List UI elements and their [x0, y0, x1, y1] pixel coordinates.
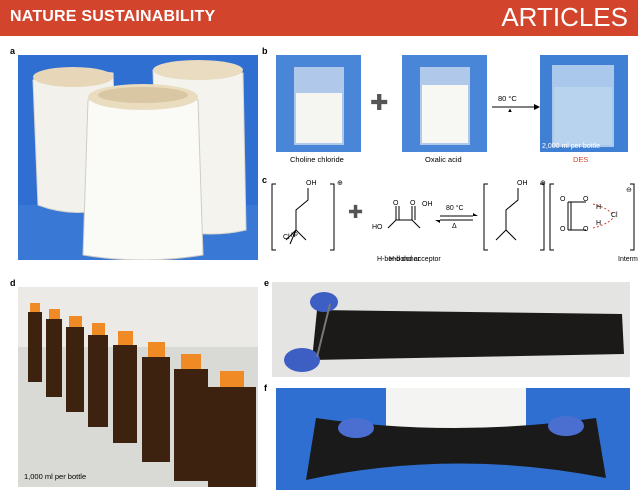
o-label-3: O — [560, 196, 566, 203]
o-bot: O — [410, 200, 416, 207]
o-label-2: O — [583, 226, 589, 233]
photo-choline-chloride — [276, 55, 361, 152]
photo-flexible-sheet — [276, 388, 630, 490]
photo-des-beaker — [540, 55, 628, 152]
h-label-1: H — [596, 204, 602, 211]
minus-charge-2: ⊖ — [626, 187, 632, 194]
cl-product: Cl — [611, 212, 618, 219]
plus-icon: ✚ — [370, 90, 389, 115]
journal-name: NATURE SUSTAINABILITY — [10, 8, 216, 25]
n-atom: N — [291, 233, 296, 239]
caption-bottle-volume-b: 2,000 ml per bottle — [542, 143, 600, 150]
ho-label: HO — [372, 224, 383, 231]
chloride-label: Cl — [283, 234, 290, 241]
label-h-bond-acceptor: H-bond acceptor — [389, 256, 441, 263]
oh-oxalic: OH — [422, 201, 433, 208]
arrow-condition-c-top: 80 °C — [446, 205, 464, 212]
photo-black-sheet — [272, 282, 630, 377]
caption-choline-chloride: Choline chloride — [290, 155, 344, 164]
caption-des: DES — [573, 155, 589, 164]
journal-banner — [0, 0, 638, 36]
arrow-condition-top: 80 °C — [498, 94, 517, 103]
plus-charge-1: ⊕ — [337, 180, 343, 187]
caption-oxalic-acid: Oxalic acid — [425, 155, 462, 164]
oh-product: OH — [517, 180, 528, 187]
caption-bottle-volume-d: 1,000 ml per bottle — [24, 472, 87, 481]
panel-label-f: f — [264, 383, 267, 393]
h-label-2: H — [596, 220, 602, 227]
arrow-condition-c-bottom: Δ — [452, 223, 457, 230]
label-h-bond-donor: H-bond donor — [377, 256, 420, 263]
plus-icon-c: ✚ — [348, 202, 364, 222]
o-label-1: O — [583, 196, 589, 203]
o-top: O — [393, 200, 399, 207]
oh-choline: OH — [306, 180, 317, 187]
photo-sacks — [18, 55, 258, 260]
label-interaction: Interm — [618, 256, 638, 263]
panel-label-d: d — [10, 278, 16, 288]
reaction-scheme — [271, 183, 635, 251]
arrow-condition-bottom: ▲ — [507, 108, 513, 114]
o-label-4: O — [560, 226, 566, 233]
photo-oxalic-acid — [402, 55, 487, 152]
minus-charge: ⊖ — [293, 232, 299, 238]
panel-label-c: c — [262, 175, 268, 185]
panel-label-a: a — [10, 46, 16, 56]
plus-charge-2: ⊕ — [540, 180, 546, 187]
panel-label-b: b — [262, 46, 268, 56]
section-title: ARTICLES — [501, 2, 628, 32]
photo-bottles — [18, 287, 258, 487]
panel-label-e: e — [264, 278, 270, 288]
reaction-arrow-icon — [492, 104, 540, 110]
